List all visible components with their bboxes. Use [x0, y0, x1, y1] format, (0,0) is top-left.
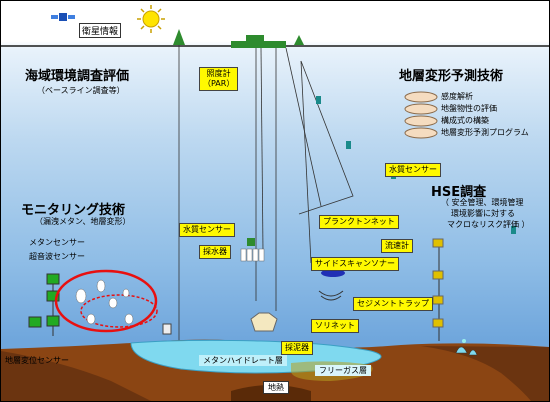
deformation-item: 地層変形予測プログラム: [441, 128, 529, 137]
water-quality-sensor-right-label: 水質センサー: [385, 163, 441, 177]
sediment-trap-label: セジメントトラップ: [353, 297, 433, 311]
current-meter-label: 流速計: [381, 239, 413, 253]
marine-survey-title: 海域環境調査評価: [25, 69, 130, 84]
satellite-icon: [51, 13, 75, 21]
satellite-info-label: 衛星情報: [79, 23, 122, 38]
ship-icon: [231, 35, 322, 311]
monitoring-title: モニタリング技術: [21, 203, 126, 218]
geothermal-label: 地熱: [263, 381, 289, 394]
par-label: 照度計 （PAR）: [199, 67, 239, 91]
hse-line: （ 安全管理、環境管理: [441, 198, 524, 207]
water-quality-sensor-label: 水質センサー: [179, 223, 235, 237]
side-scan-sonar-label: サイドスキャンソナー: [311, 257, 399, 271]
hse-title: HSE調査: [431, 185, 487, 200]
methane-sensor-label: メタンセンサー: [29, 238, 85, 247]
strata-sensor-label: 地層変位センサー: [5, 356, 69, 365]
hse-line: 環境影響に対する: [451, 209, 515, 218]
deformation-item: 構成式の構築: [441, 116, 489, 125]
deformation-item: 地盤物性の評価: [441, 104, 497, 113]
water-sampler-label: 採水器: [199, 245, 231, 259]
sun-icon: [137, 5, 165, 33]
plankton-net-label: プランクトンネット: [319, 215, 399, 229]
hse-line: マクロなリスク評価 ）: [447, 220, 530, 229]
sled-net-label: ソリネット: [311, 319, 359, 333]
methane-hydrate-layer-label: メタンハイドレート層: [199, 355, 287, 366]
marine-survey-subtitle: （ベースライン調査等）: [37, 86, 125, 95]
cylinders-icon: [404, 91, 438, 139]
buoy-icon: [173, 29, 185, 351]
sonar-icon: [318, 269, 345, 301]
ultrasonic-sensor-label: 超音波センサー: [29, 252, 85, 261]
mud-sampler-label: 採泥器: [281, 341, 313, 355]
deformation-item: 感度解析: [441, 92, 473, 101]
free-gas-layer-label: フリーガス層: [315, 365, 371, 376]
monitoring-subtitle: （漏洩メタン、地層変形）: [35, 217, 131, 226]
deformation-title: 地層変形予測技術: [399, 69, 504, 84]
